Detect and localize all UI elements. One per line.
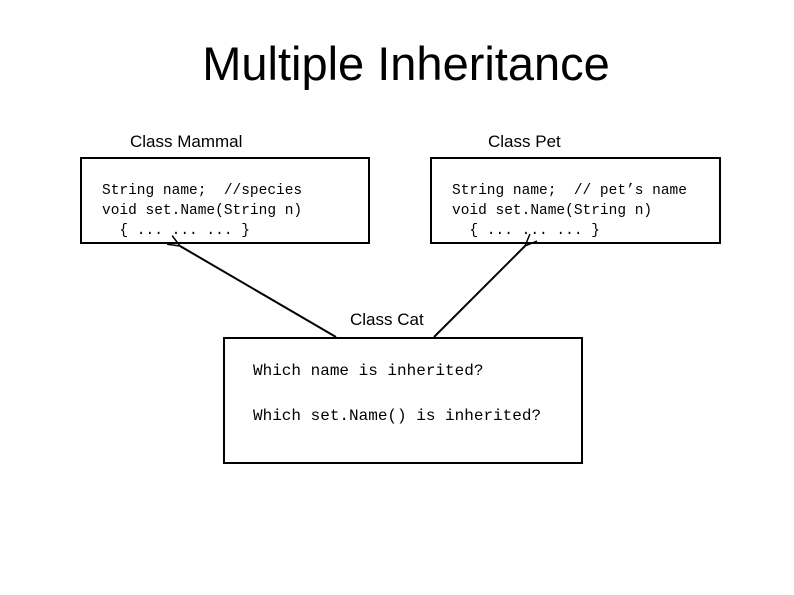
cat-class-label: Class Cat [350, 310, 424, 329]
arrow-cat-to-pet [433, 246, 525, 338]
mammal-method-body-line: { ... ... ... } [102, 223, 250, 239]
arrow-cat-to-mammal [180, 246, 337, 338]
pet-method-body-line: { ... ... ... } [452, 223, 600, 239]
mammal-method-line: void set.Name(String n) [102, 203, 303, 219]
pet-class-box: String name; // pet’s name void set.Name… [430, 157, 721, 244]
pet-class-label: Class Pet [488, 132, 561, 151]
mammal-field-line: String name; //species [102, 183, 303, 199]
slide-title: Multiple Inheritance [202, 37, 610, 90]
cat-question-name: Which name is inherited? [253, 362, 484, 380]
cat-class-box: Which name is inherited? Which set.Name(… [223, 337, 583, 464]
mammal-class-label: Class Mammal [130, 132, 243, 151]
mammal-class-box: String name; //species void set.Name(Str… [80, 157, 370, 244]
pet-method-line: void set.Name(String n) [452, 203, 653, 219]
pet-field-line: String name; // pet’s name [452, 183, 687, 199]
cat-question-setname: Which set.Name() is inherited? [253, 407, 542, 425]
